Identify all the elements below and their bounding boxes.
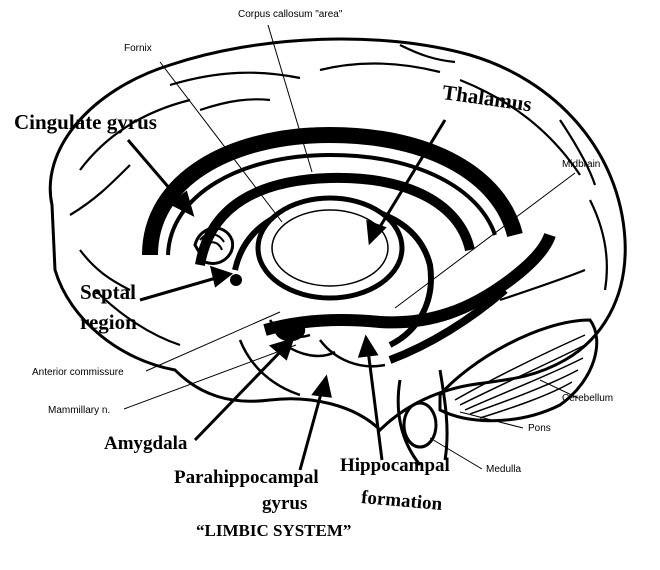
label-pons: Pons (528, 423, 551, 434)
caption-limbic-system: “LIMBIC SYSTEM” (196, 521, 352, 540)
label-corpus-callosum: Corpus callosum "area" (238, 9, 343, 20)
thalamus-shape (255, 195, 405, 301)
label-region: region (80, 310, 137, 334)
label-medulla: Medulla (486, 464, 522, 475)
hemisphere-outline (48, 37, 627, 433)
leader-lines (123, 24, 579, 470)
label-amygdala: Amygdala (104, 433, 188, 454)
cerebellum-shape (438, 318, 599, 423)
label-septal: Septal (80, 280, 137, 304)
septal-structure (193, 226, 242, 286)
cingulate-band (142, 126, 523, 256)
corpus-callosum-arc (195, 172, 475, 266)
temporal-region (238, 318, 386, 397)
label-parahippocampal-gyrus: gyrus (262, 493, 308, 514)
pointer-arrows (126, 119, 447, 471)
label-cerebellum: Cerebellum (562, 393, 614, 404)
label-parahippocampal: Parahippocampal (174, 467, 319, 488)
label-hippocampal: Hippocampal (340, 455, 450, 476)
gyri-texture (69, 44, 608, 347)
label-midbrain: Midbrain (562, 159, 601, 170)
brainstem (396, 369, 449, 466)
hippocampal-arc (263, 232, 556, 336)
label-cingulate-gyrus: Cingulate gyrus (14, 110, 157, 134)
label-anterior-commissure: Anterior commissure (32, 367, 124, 378)
label-fornix: Fornix (124, 43, 152, 54)
label-mammillary: Mammillary n. (48, 405, 111, 416)
